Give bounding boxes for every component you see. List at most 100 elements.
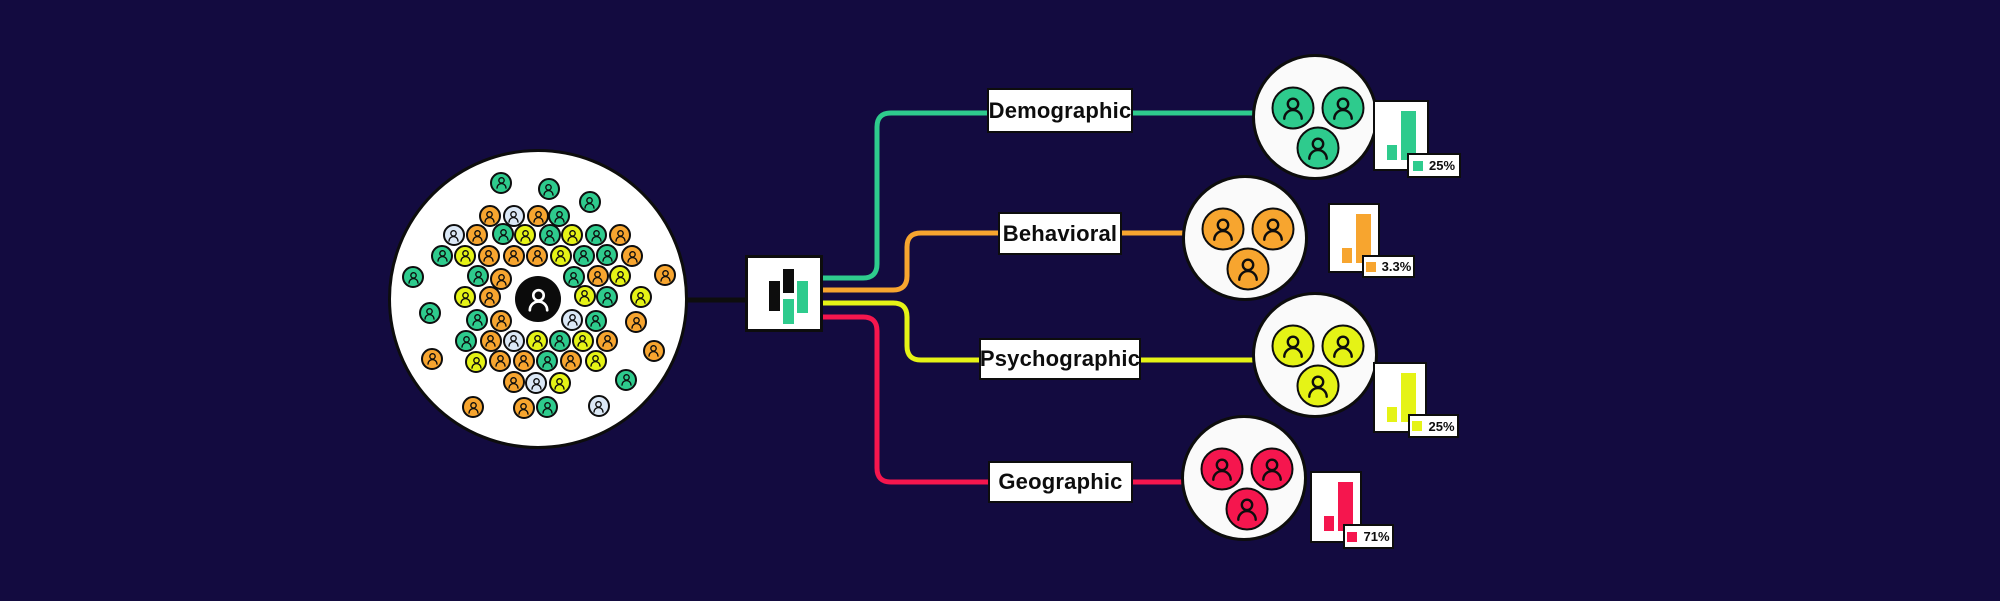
- person-icon: [1283, 335, 1303, 358]
- person-icon: [527, 288, 549, 312]
- person-icon: [577, 335, 589, 347]
- person-icon: [615, 270, 626, 283]
- person-dot: [561, 308, 584, 331]
- person-dot: [465, 351, 488, 374]
- person-dot: [489, 349, 512, 372]
- person-icon: [427, 353, 438, 366]
- psychographic-member: [1321, 324, 1365, 368]
- central-person-node: [515, 276, 561, 322]
- geographic-member: [1250, 447, 1294, 491]
- person-icon: [592, 270, 604, 283]
- person-icon: [496, 273, 507, 286]
- person-icon: [1263, 218, 1283, 241]
- person-dot: [490, 171, 513, 194]
- person-icon: [1237, 498, 1257, 521]
- person-icon: [496, 177, 507, 190]
- psychographic-branch-line: [823, 300, 1315, 363]
- geographic-branch-line: [823, 314, 1244, 485]
- person-dot: [421, 347, 444, 370]
- behavioral-percent-chip: 3.3%: [1362, 255, 1415, 278]
- demographic-member: [1271, 86, 1315, 130]
- person-icon: [1283, 97, 1303, 120]
- demographic-branch-line: [823, 110, 1315, 281]
- person-dot: [477, 244, 500, 267]
- behavioral-small-bar: [1342, 248, 1352, 263]
- person-dot: [536, 396, 559, 419]
- person-dot: [578, 191, 601, 214]
- person-icon: [484, 210, 495, 223]
- behavioral-percent-label: 3.3%: [1381, 259, 1412, 274]
- person-dot: [502, 329, 525, 352]
- person-icon: [485, 335, 496, 347]
- person-icon: [554, 377, 565, 390]
- behavioral-label-box: Behavioral: [998, 212, 1122, 255]
- person-dot: [490, 268, 513, 290]
- person-icon: [1308, 375, 1328, 398]
- person-icon: [472, 314, 483, 326]
- person-icon: [590, 355, 601, 367]
- person-icon: [497, 228, 509, 241]
- person-icon: [508, 250, 520, 263]
- person-dot: [548, 329, 571, 352]
- person-icon: [602, 335, 613, 347]
- person-icon: [1213, 218, 1233, 241]
- behavioral-member: [1251, 207, 1295, 251]
- person-icon: [508, 376, 520, 389]
- person-dot: [527, 205, 549, 228]
- person-icon: [437, 250, 448, 263]
- person-icon: [660, 269, 671, 282]
- person-icon: [593, 400, 605, 413]
- demographic-member: [1321, 86, 1365, 130]
- person-dot: [502, 244, 525, 267]
- person-icon: [568, 271, 580, 284]
- person-dot: [615, 368, 638, 391]
- person-icon: [602, 249, 613, 262]
- person-icon: [518, 355, 530, 367]
- person-dot: [654, 264, 677, 287]
- person-dot: [586, 265, 609, 288]
- person-icon: [471, 356, 482, 369]
- psychographic-percent-label: 25%: [1428, 418, 1455, 434]
- geographic-percent-chip: 71%: [1343, 524, 1394, 549]
- hub-chart-bar: [783, 299, 794, 324]
- person-icon: [579, 290, 590, 303]
- person-dot: [466, 308, 489, 331]
- person-dot: [629, 286, 652, 309]
- person-icon: [631, 316, 642, 329]
- person-icon: [544, 229, 555, 242]
- person-dot: [571, 329, 594, 352]
- person-dot: [642, 339, 665, 362]
- person-dot: [609, 265, 632, 288]
- person-dot: [418, 302, 441, 325]
- person-dot: [431, 244, 454, 267]
- person-icon: [1333, 97, 1353, 120]
- person-dot: [548, 205, 571, 228]
- person-dot: [467, 265, 490, 288]
- geographic-legend-swatch: [1347, 531, 1358, 542]
- person-icon: [590, 315, 601, 327]
- person-icon: [483, 250, 495, 263]
- person-dot: [536, 350, 559, 373]
- demographic-percent-label: 25%: [1428, 158, 1456, 173]
- demographic-label: Demographic: [988, 97, 1132, 123]
- person-icon: [635, 291, 646, 304]
- person-icon: [578, 250, 590, 263]
- person-icon: [496, 315, 507, 327]
- demographic-label-box: Demographic: [987, 88, 1133, 133]
- person-icon: [460, 250, 471, 263]
- person-dot: [559, 349, 582, 372]
- person-icon: [407, 271, 419, 284]
- person-dot: [587, 395, 610, 418]
- demographic-member: [1296, 126, 1340, 170]
- behavioral-member: [1226, 247, 1270, 291]
- psychographic-label-box: Psychographic: [979, 338, 1141, 380]
- geographic-label: Geographic: [998, 469, 1123, 494]
- person-dot: [492, 223, 514, 246]
- person-icon: [621, 374, 632, 386]
- person-icon: [1262, 458, 1282, 481]
- person-icon: [472, 270, 484, 283]
- person-dot: [479, 329, 502, 352]
- demographic-small-bar: [1387, 145, 1397, 160]
- person-icon: [531, 377, 542, 390]
- hub-chart-bar: [783, 269, 794, 293]
